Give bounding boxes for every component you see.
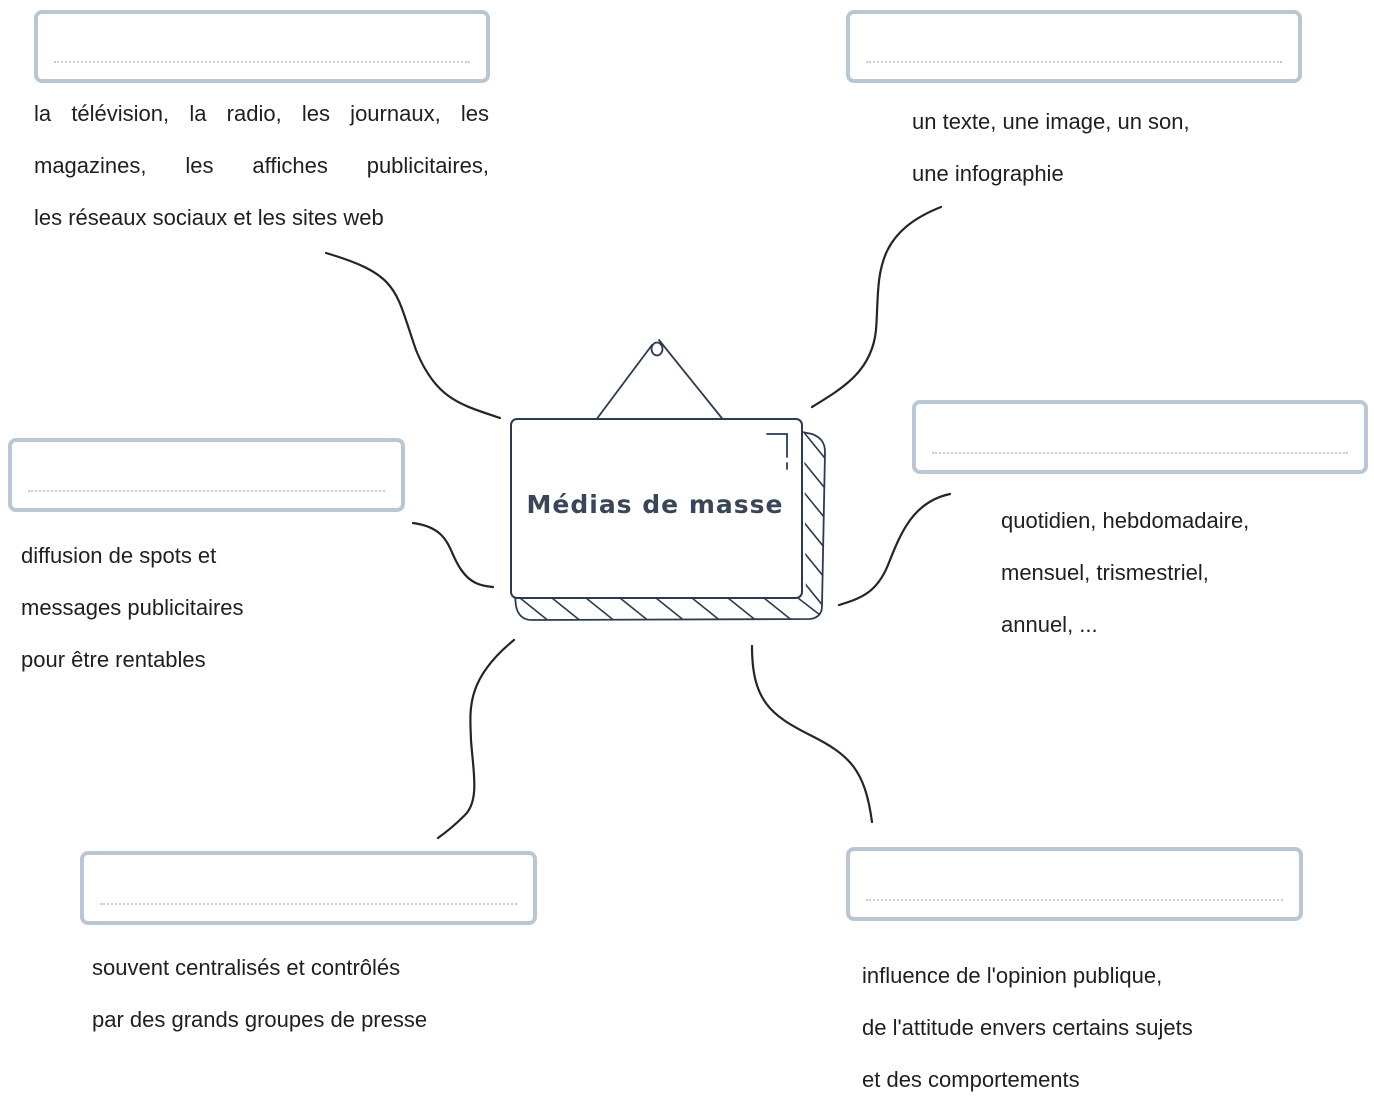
- description-bottom-left: souvent centralisés et contrôlés par des…: [92, 942, 427, 1046]
- description-line: quotidien, hebdomadaire,: [1001, 508, 1250, 533]
- description-line: diffusion de spots et: [21, 543, 217, 568]
- description-middle-right: quotidien, hebdomadaire, mensuel, trisme…: [1001, 495, 1249, 651]
- connector-top-left: [324, 251, 502, 420]
- answer-blank-line: [866, 61, 1282, 63]
- answer-box-middle-left[interactable]: [8, 438, 405, 512]
- description-line: les réseaux sociaux et les sites web: [34, 205, 384, 230]
- description-line: magazines, les affiches publicitaires,: [34, 153, 489, 178]
- description-line: par des grands groupes de presse: [92, 1007, 428, 1032]
- description-line: de l'attitude envers certains sujets: [862, 1015, 1193, 1040]
- answer-blank-line: [932, 452, 1348, 454]
- description-line: annuel, ...: [1001, 612, 1098, 637]
- answer-blank-line: [100, 903, 517, 905]
- answer-box-bottom-left[interactable]: [80, 851, 537, 925]
- description-line: souvent centralisés et contrôlés: [92, 955, 401, 980]
- description-top-left: la télévision, la radio, les journaux, l…: [34, 88, 489, 244]
- description-line: une infographie: [912, 161, 1064, 186]
- description-line: messages publicitaires: [21, 595, 244, 620]
- description-line: la télévision, la radio, les journaux, l…: [34, 101, 489, 126]
- description-line: et des comportements: [862, 1067, 1080, 1092]
- connector-bottom-right: [750, 644, 874, 824]
- center-title: Médias de masse: [526, 490, 784, 519]
- answer-box-middle-right[interactable]: [912, 400, 1368, 474]
- description-middle-left: diffusion de spots et messages publicita…: [21, 530, 244, 686]
- description-line: pour être rentables: [21, 647, 206, 672]
- answer-box-top-right[interactable]: [846, 10, 1302, 83]
- connector-bottom-left: [436, 638, 516, 840]
- answer-box-bottom-right[interactable]: [846, 847, 1303, 921]
- description-top-right: un texte, une image, un son, une infogra…: [912, 96, 1190, 200]
- description-line: influence de l'opinion publique,: [862, 963, 1163, 988]
- description-line: un texte, une image, un son,: [912, 109, 1190, 134]
- connector-middle-left: [411, 521, 495, 589]
- connector-top-right: [810, 205, 943, 409]
- answer-blank-line: [28, 490, 385, 492]
- answer-box-top-left[interactable]: [34, 10, 490, 83]
- description-line: mensuel, trismestriel,: [1001, 560, 1209, 585]
- answer-blank-line: [866, 899, 1283, 901]
- answer-blank-line: [54, 61, 470, 63]
- description-bottom-right: influence de l'opinion publique, de l'at…: [862, 950, 1193, 1106]
- connector-middle-right: [837, 492, 952, 607]
